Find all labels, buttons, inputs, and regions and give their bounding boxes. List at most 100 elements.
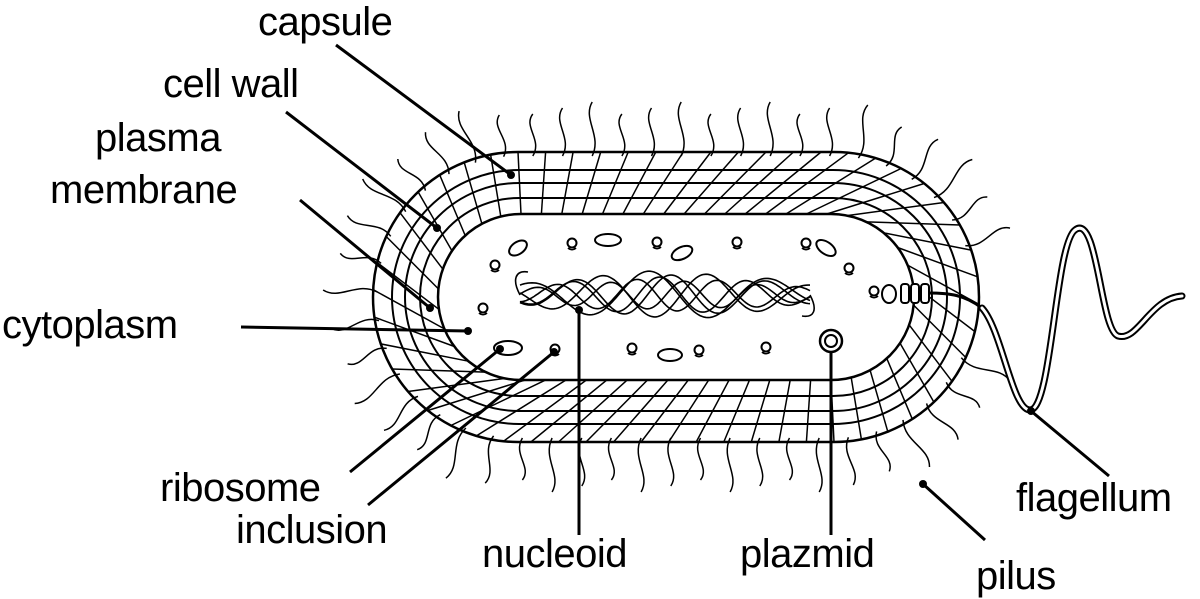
capsule-outline <box>371 150 981 444</box>
ribosome <box>760 341 772 353</box>
pilus-strand <box>707 113 715 157</box>
pilus-strand <box>548 437 556 493</box>
pilus-strand <box>518 437 526 481</box>
ribosome <box>477 302 489 314</box>
envelope-spoke <box>376 261 440 310</box>
label-plazmid: plazmid <box>740 532 875 576</box>
label-flagellum: flagellum <box>1016 476 1172 520</box>
ribosome-base <box>732 246 742 250</box>
cytoplasm-contents <box>477 233 880 362</box>
label-ribosome: ribosome <box>160 466 321 510</box>
ribosome <box>731 236 743 248</box>
inclusion-leader <box>367 350 555 507</box>
dna-strand-end <box>514 270 815 318</box>
label-plasma: plasma <box>95 116 221 160</box>
ribosome-leader <box>349 347 501 474</box>
ribosome-base <box>801 247 811 251</box>
flagellum-dot <box>1027 407 1035 415</box>
plasmid-inner <box>824 334 838 348</box>
envelope-spoke <box>806 167 902 215</box>
envelope-spoke <box>427 379 526 412</box>
envelope-spoke <box>805 379 812 443</box>
pilus-strand <box>496 114 507 158</box>
label-pilus: pilus <box>976 554 1056 598</box>
ribosome-base <box>869 295 879 299</box>
inclusion-dot <box>550 348 558 356</box>
ribosome-base <box>567 247 577 251</box>
pilus-strand <box>347 347 387 366</box>
envelope-spoke <box>540 151 547 215</box>
pilus-dot <box>919 480 927 488</box>
pilus-strand <box>945 381 981 408</box>
envelope-spoke <box>476 379 567 437</box>
envelope-spoke <box>601 151 629 215</box>
inclusion-body <box>594 233 622 247</box>
pilus-strand <box>588 101 596 157</box>
ribosome-base <box>627 352 637 356</box>
cell-wall-leader <box>285 110 438 230</box>
flagellum-leader <box>1030 409 1110 478</box>
ribosome-dot <box>496 345 504 353</box>
envelope-spoke <box>750 379 771 443</box>
leader-lines <box>240 43 1110 542</box>
envelope-spoke <box>663 151 712 215</box>
ribosomes <box>477 236 880 358</box>
dna-strand <box>519 280 811 310</box>
pilus-strand <box>952 196 988 221</box>
inclusion-body <box>670 244 694 262</box>
pilus-strand <box>696 437 705 481</box>
envelope-spoke <box>778 379 791 443</box>
envelope-spoke <box>517 151 522 215</box>
pilus-strand <box>558 107 567 157</box>
envelope-spoke <box>846 201 945 217</box>
nucleoid-dna <box>514 270 815 319</box>
envelope-spoke <box>668 379 710 443</box>
envelope-spoke <box>640 379 689 443</box>
pilus-strand <box>607 437 615 481</box>
pili <box>322 101 1011 493</box>
capsule-dot <box>507 171 515 179</box>
envelope-spoke <box>489 154 502 217</box>
envelope-spoke <box>530 379 608 443</box>
envelope-spoke <box>502 379 587 442</box>
envelope-spoke <box>585 379 649 443</box>
envelope-spoke <box>765 152 850 215</box>
dna-strand <box>519 273 810 318</box>
envelope-spoke <box>683 151 739 215</box>
pilus-strand <box>845 437 856 486</box>
pilus-strand <box>756 437 764 487</box>
envelope-spoke <box>581 151 602 215</box>
cell-wall-dot <box>433 224 441 232</box>
envelope-spoke <box>785 157 876 215</box>
pilus-strand <box>529 113 537 157</box>
envelope-spoke <box>723 379 751 443</box>
ribosome <box>693 344 705 356</box>
pilus-strand <box>857 104 869 159</box>
ribosome <box>651 236 663 248</box>
envelope-spoke <box>897 246 978 278</box>
basal-ring <box>920 283 930 304</box>
pilus-strand <box>875 431 891 472</box>
ribosome <box>843 262 855 274</box>
envelope-spoke <box>463 162 483 225</box>
pilus-strand <box>785 437 794 481</box>
label-inclusion: inclusion <box>236 508 388 552</box>
envelope-spoke <box>557 379 628 443</box>
envelope-spoke <box>826 182 925 215</box>
pilus-strand <box>925 403 959 440</box>
envelope-spoke <box>399 212 444 270</box>
envelope-spoke <box>613 379 669 443</box>
envelope-spoke <box>724 151 795 215</box>
inclusion-body <box>815 239 837 257</box>
cell-wall-inner <box>404 182 948 412</box>
envelope-spoke <box>913 304 967 359</box>
pilus-strand <box>965 227 1011 247</box>
flagellum-hook <box>927 291 983 310</box>
pilus-leader <box>921 482 987 542</box>
envelope-spoke <box>417 191 453 252</box>
ribosome-base <box>490 269 500 273</box>
pilus-strand <box>637 437 645 493</box>
pilus-strand <box>885 126 903 167</box>
label-cell-wall: cell wall <box>163 62 299 106</box>
dna-strand <box>519 278 811 312</box>
